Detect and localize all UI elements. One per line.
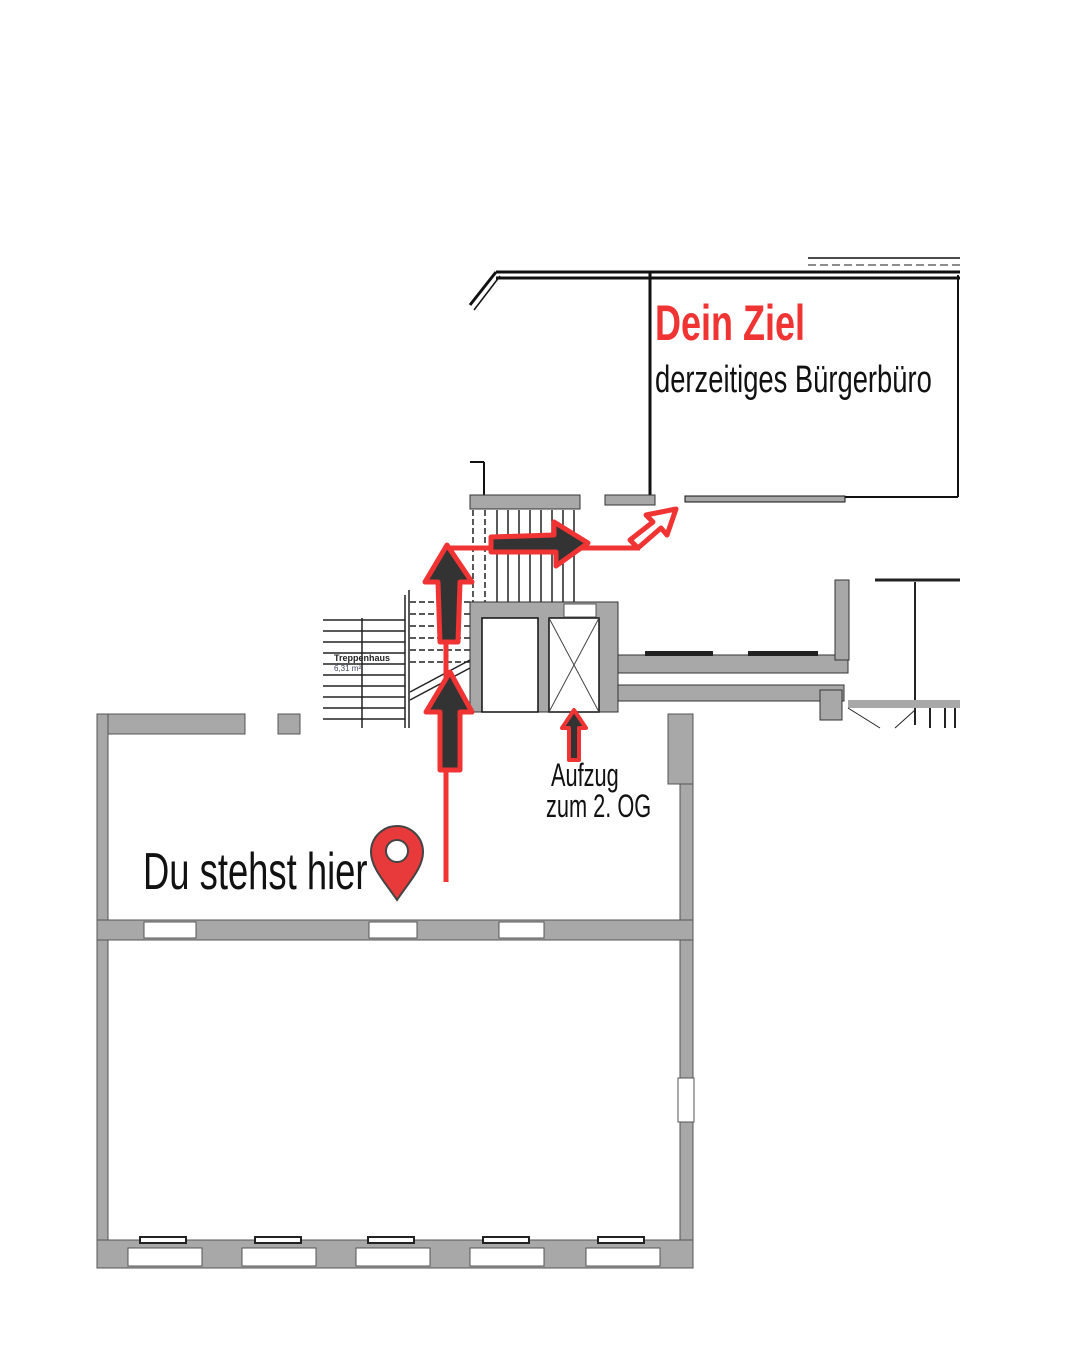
wall: [604, 494, 656, 506]
route-arrow-up-icon: [423, 669, 475, 773]
route-arrow-diagonal-icon: [627, 506, 679, 551]
wall: [469, 494, 581, 510]
route-arrow-up-icon: [422, 542, 475, 645]
elevator-arrow-up-icon: [560, 708, 588, 762]
elevator-label-line2: zum 2. OG: [546, 788, 651, 824]
destination-title: Dein Ziel: [655, 296, 805, 351]
route-arrow-right-icon: [488, 519, 591, 569]
elevator-label-line1: Aufzug: [551, 757, 619, 793]
radiators: [139, 1236, 645, 1244]
destination-room: [468, 257, 960, 503]
stairwell-label: Treppenhaus: [334, 653, 390, 663]
window-openings: [127, 921, 695, 1267]
route-path: [422, 506, 679, 882]
you-are-here-label: Du stehst hier: [143, 841, 368, 900]
destination-subtitle: derzeitiges Bürgerbüro: [655, 359, 932, 401]
stairwell-area: 6,31 m²: [334, 664, 361, 673]
location-pin-icon: [369, 825, 425, 902]
elevator-core: [469, 601, 619, 713]
corridor-walls: [617, 578, 960, 729]
